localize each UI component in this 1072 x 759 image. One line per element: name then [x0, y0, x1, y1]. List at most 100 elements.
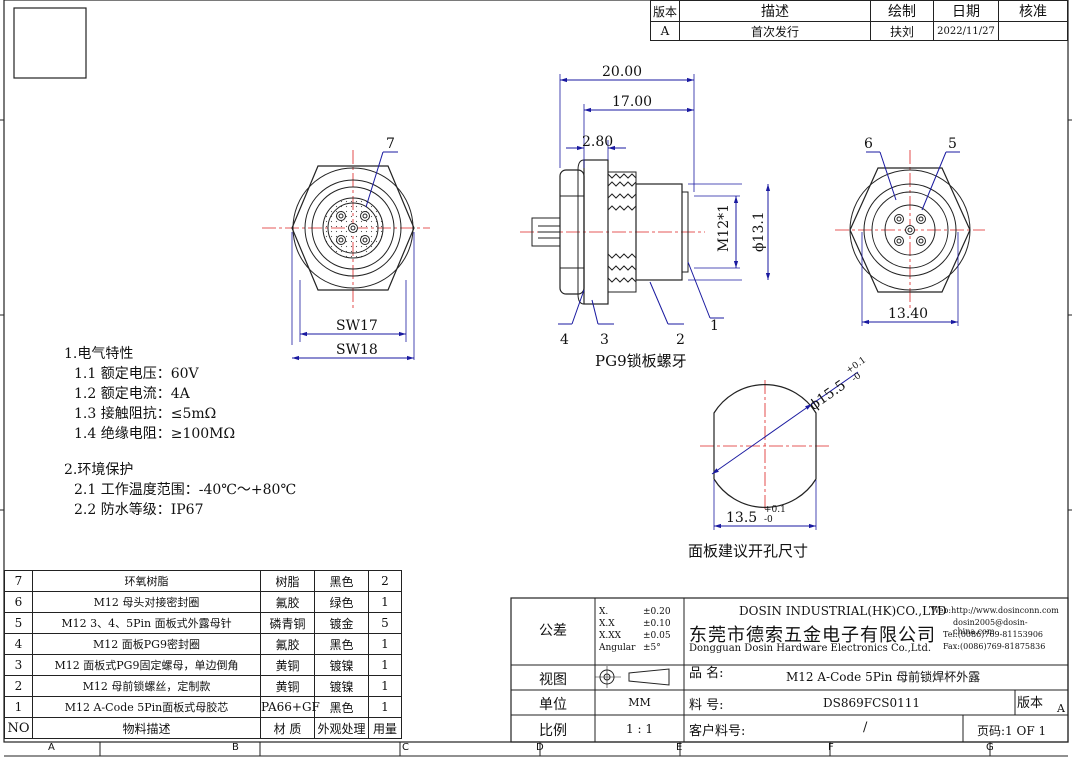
note-contact-resistance: 1.3 接触阻抗：≤5mΩ [74, 406, 217, 422]
bom-cell-no: 5 [4, 612, 33, 634]
bom-cell-finish: 镀镍 [314, 654, 369, 676]
bom-cell-no: 6 [4, 591, 33, 613]
product-name-value: M12 A-Code 5Pin 母前锁焊杯外露 [786, 670, 981, 684]
rear-view-right [835, 150, 985, 326]
note-temperature: 2.1 工作温度范围：-40℃～+80℃ [74, 482, 297, 498]
zone-d: D [536, 742, 544, 753]
company-fax: Fax:(0086)769-81875836 [943, 642, 1046, 651]
dim-13-40: 13.40 [888, 306, 928, 322]
rev-date: 2022/11/27 [933, 21, 999, 41]
dim-2-80: 2.80 [582, 134, 613, 150]
note-heading-electrical: 1.电气特性 [64, 346, 134, 362]
balloon-1: 1 [710, 318, 719, 334]
revision-table: 版本 描述 绘制 日期 核准 A 首次发行 扶刘 2022/11/27 [650, 0, 1068, 41]
company-web: Web:http://www.dosinconn.com [931, 606, 1059, 615]
bom-cell-description: 环氧树脂 [32, 570, 261, 592]
customer-part-label: 客户料号: [689, 724, 746, 739]
dim-sw18: SW18 [336, 342, 378, 358]
bom-cell-description: M12 3、4、5Pin 面板式外露母针 [32, 612, 261, 634]
company-name-cn: 东莞市德索五金电子有限公司 [689, 625, 936, 646]
bom-cell-finish: 绿色 [314, 591, 369, 613]
bom-cell-material: 氟胶 [260, 591, 315, 613]
unit-label: 单位 [539, 697, 567, 713]
dim-20: 20.00 [602, 64, 642, 80]
note-voltage: 1.1 额定电压：60V [74, 366, 199, 382]
bom-cell-quantity: 1 [368, 591, 402, 613]
bom-header-no: NO [4, 717, 33, 739]
note-current: 1.2 额定电流：4A [74, 386, 190, 402]
note-waterproof: 2.2 防水等级：IP67 [74, 502, 204, 518]
company-email: dosin2005@dosin-china.com [953, 618, 1028, 636]
dim-m12: M12*1 [716, 204, 732, 252]
dim-sw17: SW17 [336, 318, 378, 334]
bom-cell-description: M12 母头对接密封圈 [32, 591, 261, 613]
bom-cell-finish: 黑色 [314, 633, 369, 655]
rev-approved [998, 21, 1068, 41]
scale-value: 1 : 1 [626, 722, 653, 736]
unit-value: MM [628, 696, 651, 709]
bom-cell-description: M12 面板PG9密封圈 [32, 633, 261, 655]
bom-cell-finish: 镀镍 [314, 675, 369, 697]
dim-13-5: 13.5 [726, 510, 757, 526]
version-value: A [1057, 702, 1065, 715]
zone-e: E [676, 742, 683, 753]
technical-notes: 1.电气特性 1.1 额定电压：60V 1.2 额定电流：4A 1.3 接触阻抗… [64, 344, 296, 520]
bom-cell-finish: 黑色 [314, 570, 369, 592]
dim-d15-5: ϕ15.5 [806, 377, 849, 413]
bom-cell-material: 磷青铜 [260, 612, 315, 634]
company-tel: Tel:(0086)769-81153906 [943, 630, 1043, 639]
bom-cell-description: M12 母前锁螺丝，定制款 [32, 675, 261, 697]
scale-label: 比例 [539, 723, 567, 739]
balloon-3: 3 [600, 332, 609, 348]
bom-cell-finish: 黑色 [314, 696, 369, 718]
view-label: 视图 [539, 672, 567, 688]
customer-part-value: / [863, 720, 868, 735]
bom-cell-material: 氟胶 [260, 633, 315, 655]
bom-cell-description: M12 面板式PG9固定螺母，单边倒角 [32, 654, 261, 676]
zone-c: C [402, 742, 409, 753]
rev-header-drawn: 绘制 [870, 0, 934, 22]
rev-description: 首次发行 [679, 21, 871, 41]
bom-cell-no: 4 [4, 633, 33, 655]
rev-drawn: 扶刘 [870, 21, 934, 41]
version-label: 版本 [1017, 696, 1044, 711]
zone-a: A [48, 742, 55, 753]
title-block: 公差 X.±0.20 X.X±0.10 X.XX±0.05 Angular±5°… [510, 597, 1069, 743]
rev-header-version: 版本 [650, 0, 680, 22]
balloon-6: 6 [864, 136, 873, 152]
bom-cell-material: PA66+GF [260, 696, 320, 718]
bom-cell-quantity: 1 [368, 696, 402, 718]
bom-cell-no: 3 [4, 654, 33, 676]
bom-cell-material: 树脂 [260, 570, 315, 592]
zone-b: B [232, 742, 239, 753]
company-name-en2: Dongguan Dosin Hardware Electronics Co.,… [689, 643, 932, 654]
bom-cell-material: 黄铜 [260, 654, 315, 676]
bom-cell-description: M12 A-Code 5Pin面板式母胶芯 [32, 696, 261, 718]
product-name-label: 品 名: [689, 666, 724, 681]
dim-d13-1: ϕ13.1 [751, 211, 767, 252]
zone-g: G [986, 742, 994, 753]
note-insulation-resistance: 1.4 绝缘电阻：≥100MΩ [74, 426, 236, 442]
bom-cell-quantity: 1 [368, 654, 402, 676]
dim-17: 17.00 [612, 94, 652, 110]
balloon-5: 5 [948, 136, 957, 152]
rev-header-description: 描述 [679, 0, 871, 22]
bom-cell-no: 7 [4, 570, 33, 592]
bom-cell-no: 2 [4, 675, 33, 697]
bom-header-quantity: 用量 [368, 717, 402, 739]
part-number-value: DS869FCS0111 [823, 696, 921, 710]
bom-header-description: 物料描述 [32, 717, 261, 739]
bom-cell-quantity: 5 [368, 612, 402, 634]
panel-cutout-label: 面板建议开孔尺寸 [688, 542, 808, 560]
balloon-4: 4 [560, 332, 569, 348]
part-number-label: 料 号: [689, 698, 724, 713]
